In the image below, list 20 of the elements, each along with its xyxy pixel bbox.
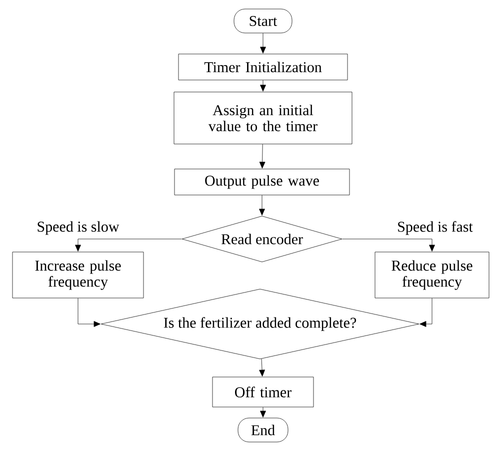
arrow — [259, 144, 266, 168]
process-box: Output pulse wave — [174, 168, 350, 196]
arrow — [420, 298, 432, 327]
arrow — [259, 195, 265, 216]
arrow — [78, 298, 100, 327]
arrow — [75, 238, 182, 252]
edge-label: Speed is fast — [396, 220, 474, 236]
arrow — [260, 407, 266, 418]
arrow — [260, 33, 266, 54]
start-terminal: Start — [234, 8, 292, 34]
arrow — [260, 80, 266, 92]
arrow — [342, 238, 435, 252]
process-box: Increase pulse frequency — [12, 252, 144, 298]
end-terminal: End — [238, 418, 288, 442]
process-box: Reduce pulse frequency — [374, 252, 490, 298]
arrow — [259, 358, 265, 376]
edge-label: Speed is slow — [36, 220, 120, 236]
process-box: Assign an initial value to the timer — [174, 92, 352, 144]
process-box: Timer Initialization — [178, 54, 348, 80]
process-box: Off timer — [212, 376, 314, 408]
